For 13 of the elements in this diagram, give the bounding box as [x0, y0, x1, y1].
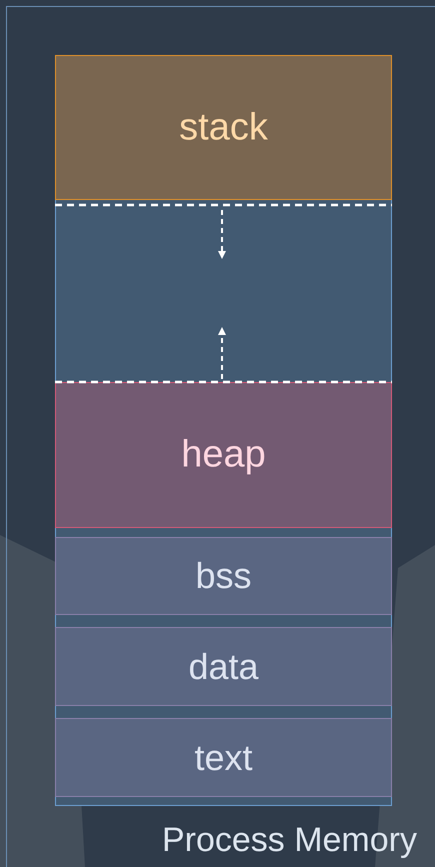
segment-label: heap	[181, 434, 266, 476]
data-segment	[55, 627, 392, 706]
segment-label: data	[188, 646, 259, 688]
segment-label: stack	[179, 106, 268, 149]
text-segment	[55, 718, 392, 797]
memory-column	[55, 55, 392, 806]
memory-frame	[6, 6, 435, 867]
bss-segment	[55, 537, 392, 615]
frame-title: Process Memory	[162, 821, 417, 860]
stack-segment	[55, 55, 392, 200]
segment-label: text	[194, 736, 253, 778]
segment-label: bss	[195, 555, 252, 597]
heap-segment	[55, 382, 392, 528]
